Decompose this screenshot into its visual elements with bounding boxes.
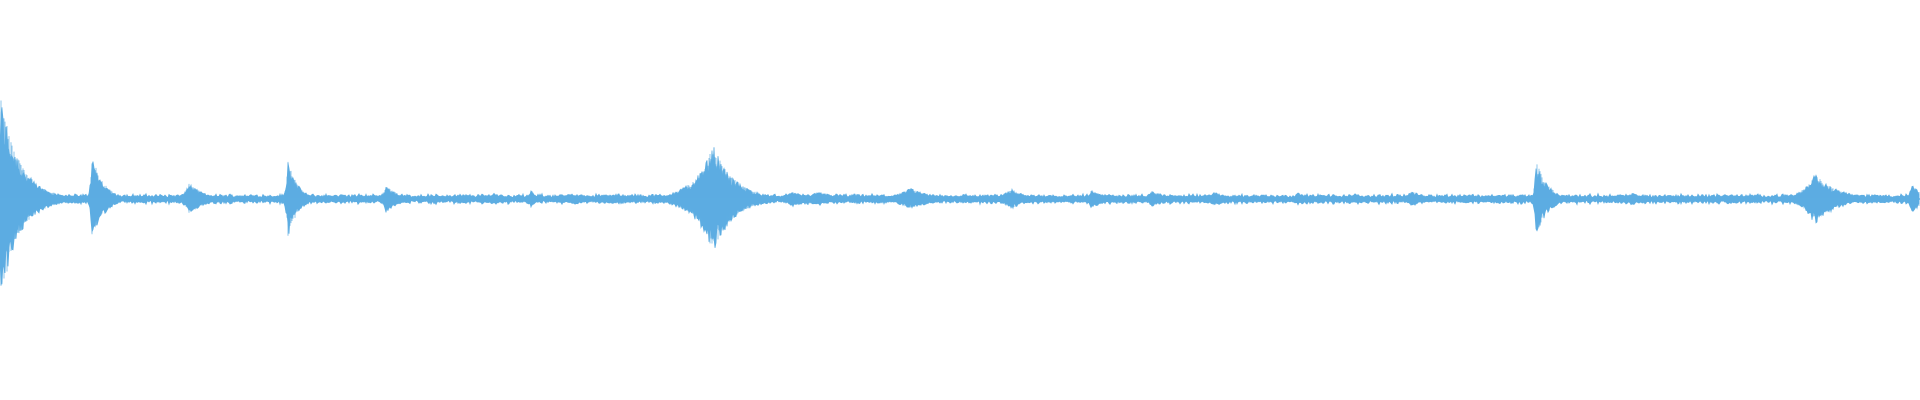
waveform-trace — [0, 100, 1920, 286]
